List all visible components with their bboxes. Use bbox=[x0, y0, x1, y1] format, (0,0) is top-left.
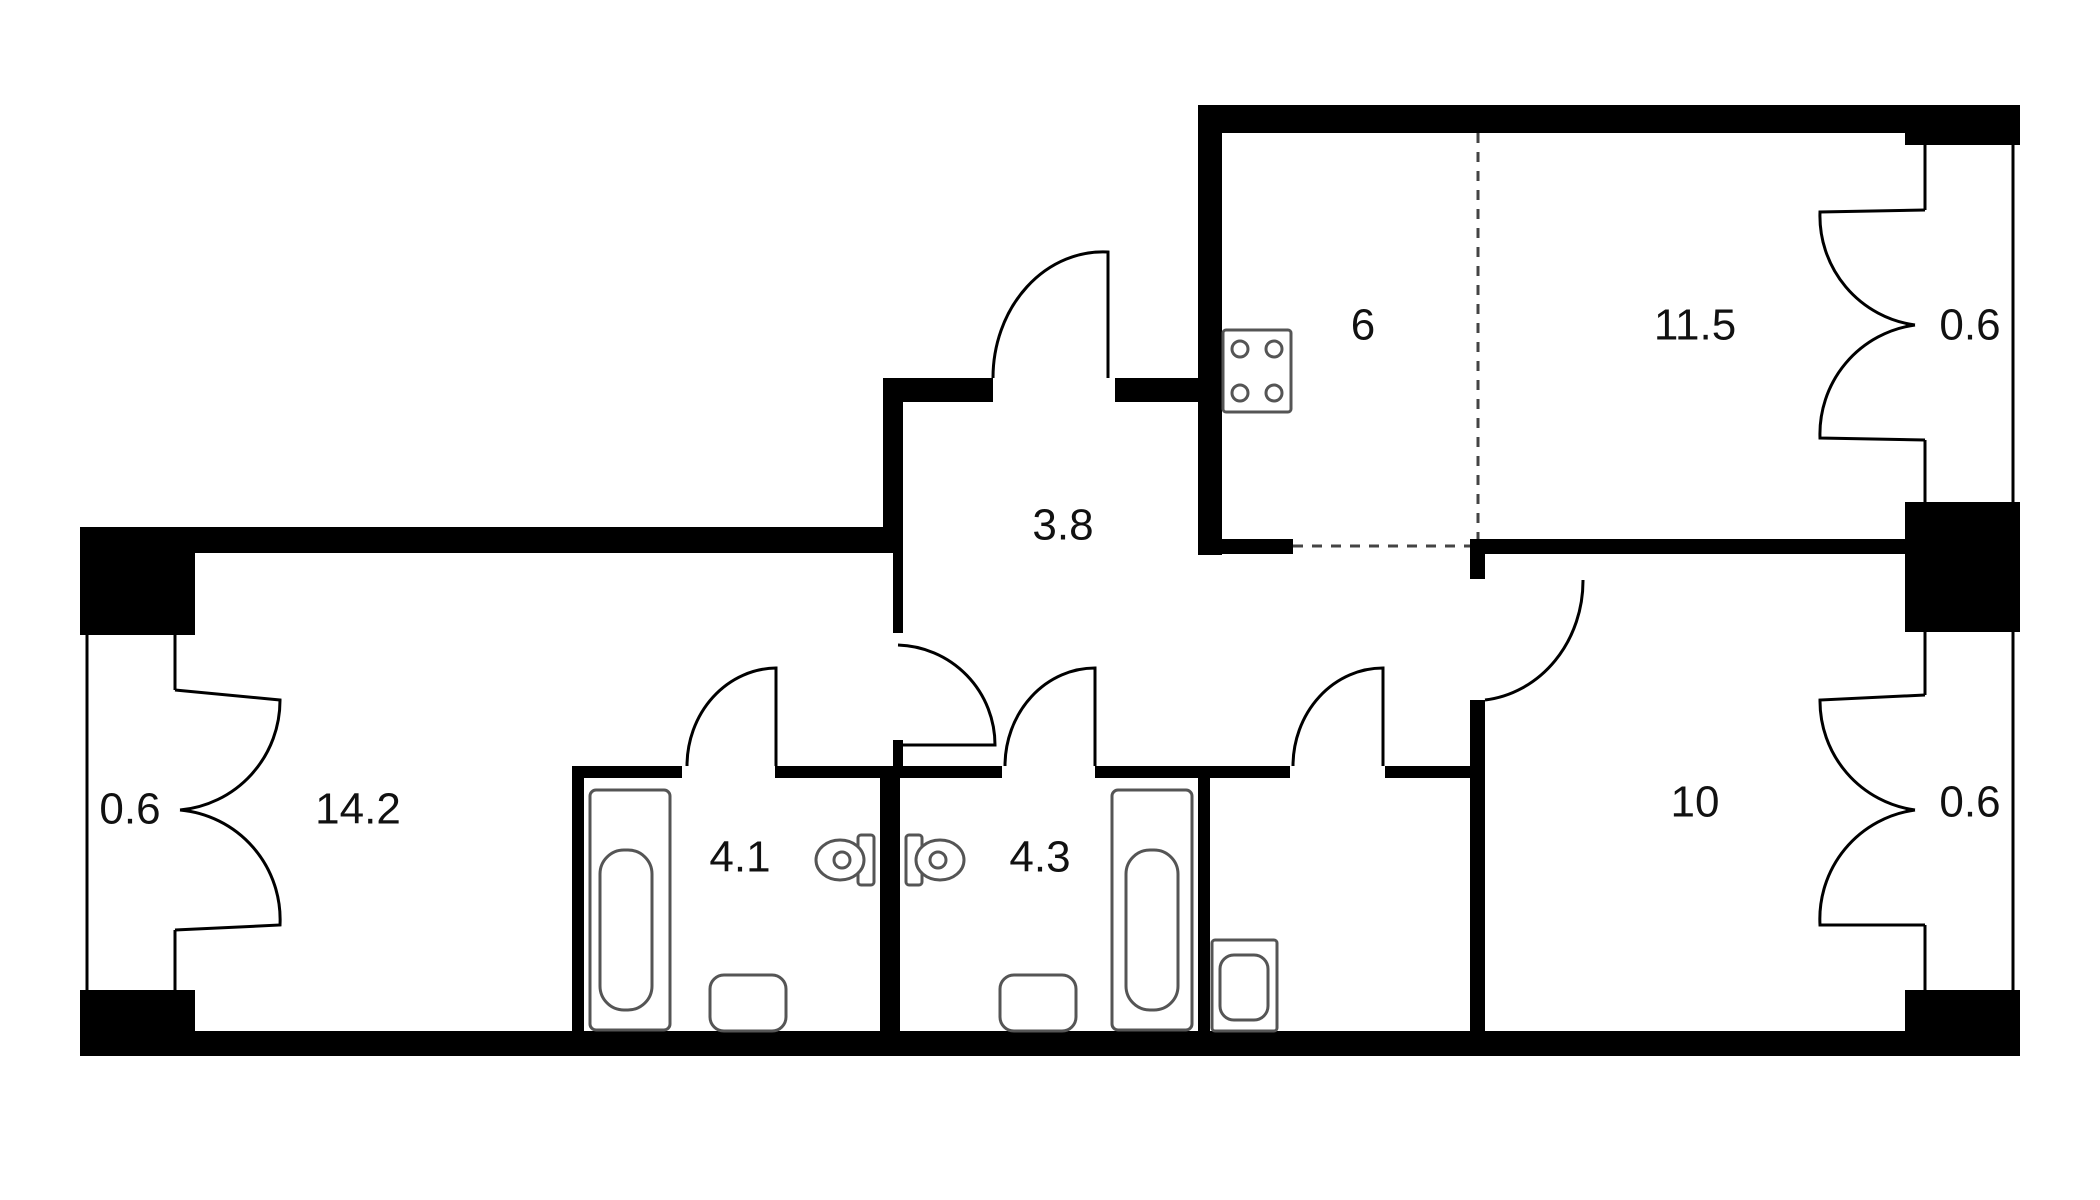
doors bbox=[174, 208, 1926, 932]
wall-bottom-outer bbox=[80, 1031, 2020, 1056]
left-balcony-door bbox=[174, 688, 282, 932]
wall-bath2-top-a bbox=[890, 766, 1002, 778]
wall-top-outer bbox=[1198, 105, 2020, 133]
wall-right-top-block bbox=[1905, 105, 2020, 145]
wall-left-top bbox=[80, 527, 895, 553]
wall-closet-top-b bbox=[1385, 766, 1485, 778]
wall-bath1-top-b bbox=[775, 766, 885, 778]
area-label-room-top: 11.5 bbox=[1654, 301, 1736, 350]
toilet-icon bbox=[814, 833, 876, 887]
wall-bedroom-left bbox=[1470, 700, 1485, 1056]
wall-kitchen-left bbox=[1198, 105, 1222, 555]
balcony-lines bbox=[85, 145, 2015, 990]
wall-hall-left bbox=[883, 378, 903, 553]
area-label-kitchen: 6 bbox=[1351, 301, 1375, 350]
wall-bath1-top-a bbox=[572, 766, 682, 778]
walls bbox=[80, 105, 2020, 1056]
area-label-balcony-bottom-right: 0.6 bbox=[1939, 778, 2000, 827]
sink-icon bbox=[998, 973, 1078, 1033]
wall-right-mid-block bbox=[1905, 502, 2020, 632]
area-label-balcony-top-right: 0.6 bbox=[1939, 301, 2000, 350]
area-label-bedroom: 10 bbox=[1671, 778, 1720, 827]
wall-mid-right bbox=[1470, 539, 1950, 554]
area-label-bathroom-1: 4.1 bbox=[709, 833, 770, 882]
sink-icon bbox=[708, 973, 788, 1033]
area-label-balcony-left: 0.6 bbox=[99, 785, 160, 834]
wall-bath-divider bbox=[880, 766, 900, 1056]
zone-dividers bbox=[1293, 133, 1480, 548]
living-door bbox=[897, 643, 997, 747]
area-label-hallway: 3.8 bbox=[1032, 501, 1093, 550]
area-labels: 0.6 14.2 3.8 6 11.5 0.6 10 0.6 4.1 4.3 bbox=[99, 301, 2000, 882]
wall-left-block-top bbox=[80, 527, 195, 635]
entrance-door bbox=[991, 250, 1110, 379]
wall-bath2-top-b bbox=[1095, 766, 1210, 778]
wall-bath1-left bbox=[572, 766, 584, 1056]
stove-icon bbox=[1221, 328, 1293, 414]
area-label-living-room: 14.2 bbox=[315, 785, 401, 834]
washing-machine-icon bbox=[1210, 938, 1279, 1033]
wall-hall-bottom-left bbox=[893, 740, 903, 766]
closet-door bbox=[1291, 666, 1385, 767]
wall-hall-left-lower bbox=[893, 553, 903, 633]
area-label-bathroom-2: 4.3 bbox=[1009, 833, 1070, 882]
rt-balcony-door bbox=[1818, 208, 1926, 442]
bathtub-icon bbox=[588, 788, 672, 1032]
fixtures bbox=[588, 328, 1293, 1033]
wall-left-block-bottom bbox=[80, 990, 195, 1056]
bedroom-door bbox=[1484, 579, 1585, 702]
wall-kitchen-bottom-left bbox=[1198, 539, 1293, 554]
bathtub-icon bbox=[1110, 788, 1194, 1032]
toilet-icon bbox=[904, 833, 966, 887]
wall-closet-top-a bbox=[1210, 766, 1290, 778]
bath1-door bbox=[685, 666, 778, 767]
wall-hall-top-right bbox=[1115, 378, 1205, 402]
bath2-door bbox=[1003, 666, 1097, 767]
wall-bath2-right bbox=[1198, 766, 1210, 1056]
wall-stub bbox=[1470, 539, 1485, 579]
rb-balcony-door bbox=[1818, 693, 1926, 927]
wall-right-bottom-block bbox=[1905, 990, 2020, 1056]
